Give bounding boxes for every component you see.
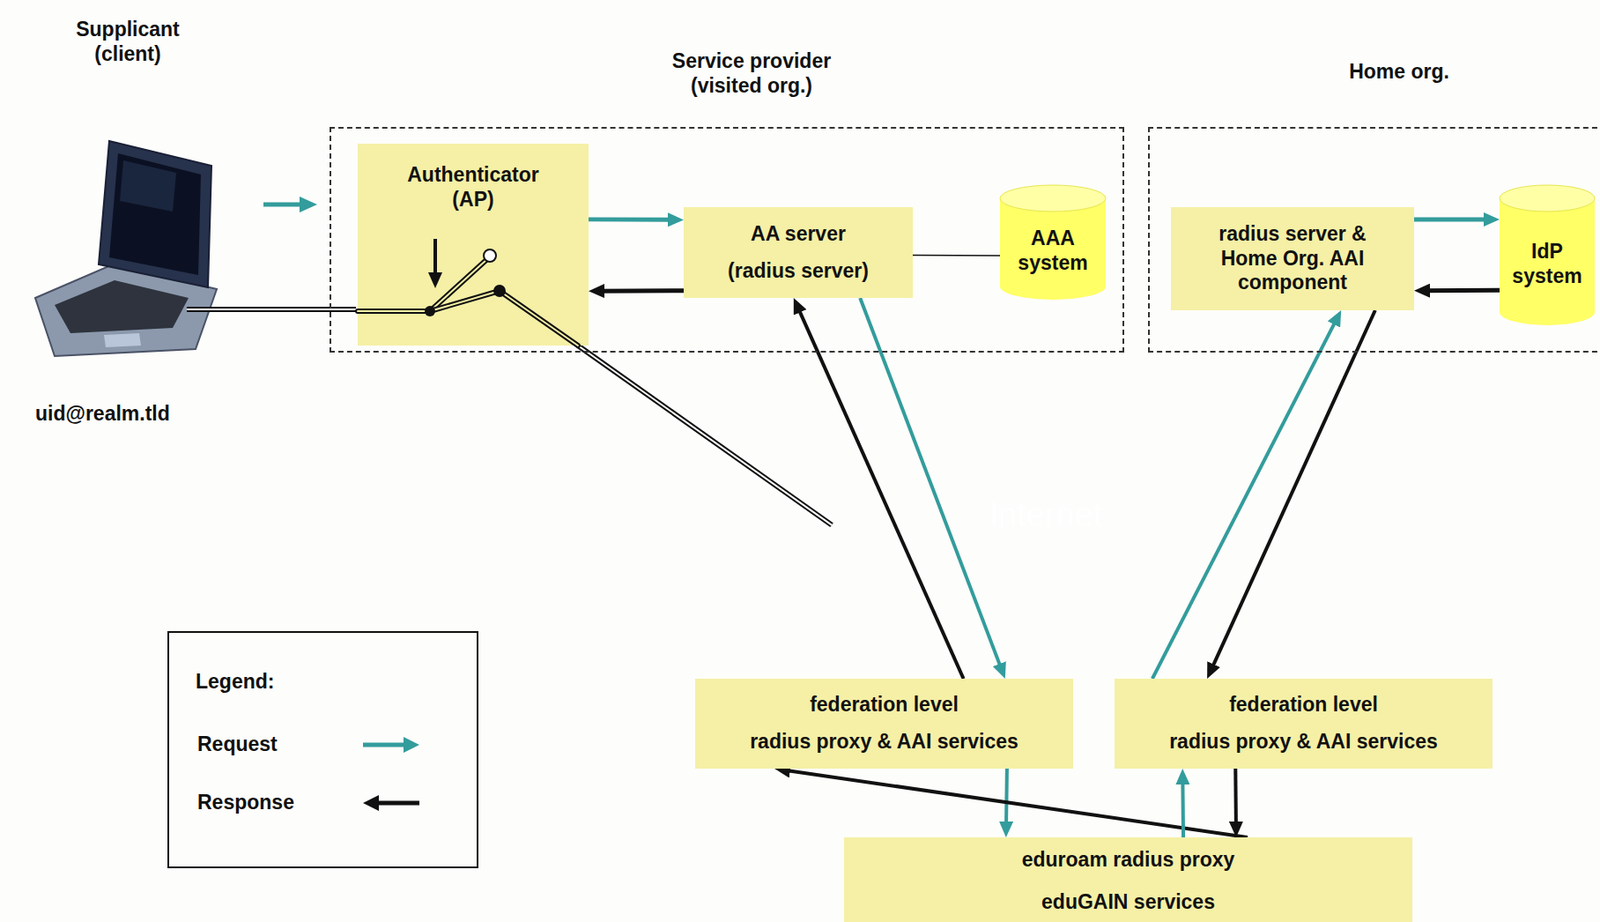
connector-line: [1422, 288, 1500, 293]
connector-line: [859, 297, 1002, 671]
proxy-box: federation level radius proxy & AAI servi…: [695, 678, 1074, 769]
node-label: radius proxy & AAI services: [1169, 729, 1438, 755]
node-label: (radius server): [727, 259, 869, 284]
connector-line: [1152, 318, 1338, 679]
legend-arrow-sample: [355, 787, 427, 818]
flow-arrow: [859, 297, 1002, 671]
connector-line: [1180, 777, 1186, 838]
node-label: eduroam radius proxy: [1022, 847, 1236, 873]
region-heading: Service provider (visited org.): [645, 49, 858, 98]
node-label: AA server: [750, 222, 846, 247]
node-label: radius server & Home Org. AAI component: [1193, 222, 1393, 296]
proxy-box: eduroam radius proxy eduGAIN services: [844, 837, 1413, 922]
connector-line: [1004, 768, 1009, 829]
legend-row: Response: [197, 787, 462, 818]
flow-arrow: [797, 305, 964, 679]
server-box: radius server & Home Org. AAI component: [1170, 207, 1415, 311]
flow-arrow: [1210, 310, 1376, 671]
region-heading: Home org.: [1311, 59, 1488, 85]
flow-arrow: [1005, 768, 1008, 829]
flow-arrow: [783, 769, 1248, 838]
connector-line: [797, 305, 964, 679]
cloud-outline: [831, 428, 1373, 653]
user-id-label: uid@realm.tld: [35, 401, 230, 427]
node-label: IdP system: [1505, 239, 1590, 289]
node-label: (AP): [451, 187, 494, 213]
cable-connector: [577, 345, 832, 526]
organisation-region: Service provider (visited org.)Authentic…: [329, 126, 1125, 353]
legend-box: RequestResponse: [167, 630, 479, 868]
node-label: Authenticator: [407, 162, 540, 188]
connector-line: [1233, 768, 1238, 829]
node-label: radius proxy & AAI services: [749, 729, 1019, 755]
node-label: federation level: [809, 692, 959, 718]
database-cylinder: IdP system: [1499, 185, 1595, 326]
server-box: AA server (radius server): [683, 207, 913, 298]
cable-core: [577, 345, 832, 526]
cloud-label: Internet: [831, 495, 1260, 536]
proxy-box: federation level radius proxy & AAI servi…: [1114, 678, 1493, 769]
flow-arrow: [1235, 768, 1238, 829]
connector-line: [1414, 216, 1491, 222]
flow-arrow: [588, 218, 675, 220]
flow-arrow: [1422, 289, 1500, 291]
connector-line: [597, 288, 684, 293]
authenticator-box: Authenticator(AP): [357, 143, 589, 346]
flow-arrow: [597, 289, 684, 291]
node-label: eduGAIN services: [1041, 889, 1215, 915]
connector-line: [783, 769, 1248, 838]
laptop-illustration: [35, 140, 217, 356]
connector-line: [588, 216, 675, 222]
organisation-region: Home org.radius server & Home Org. AAI c…: [1148, 126, 1600, 353]
request-arrow: [263, 196, 318, 213]
flow-arrow: [1152, 318, 1338, 679]
device-label: Supplicant (client): [52, 17, 203, 67]
flow-arrow: [1182, 777, 1185, 838]
legend-row: Request: [197, 729, 462, 760]
node-label: federation level: [1229, 692, 1378, 718]
legend-arrow-sample: [355, 729, 427, 760]
connector-line: [912, 254, 1000, 257]
legend-title: Legend:: [195, 669, 328, 695]
connector-line: [577, 345, 832, 526]
flow-arrow: [1414, 218, 1491, 220]
legend-label: Response: [197, 790, 295, 815]
node-label: AAA system: [1011, 226, 1096, 275]
database-cylinder: AAA system: [1000, 185, 1106, 300]
flow-arrow: [912, 254, 1000, 256]
connector-line: [1210, 310, 1376, 671]
legend-label: Request: [197, 732, 278, 757]
internet-cloud: Internet: [831, 428, 1373, 653]
